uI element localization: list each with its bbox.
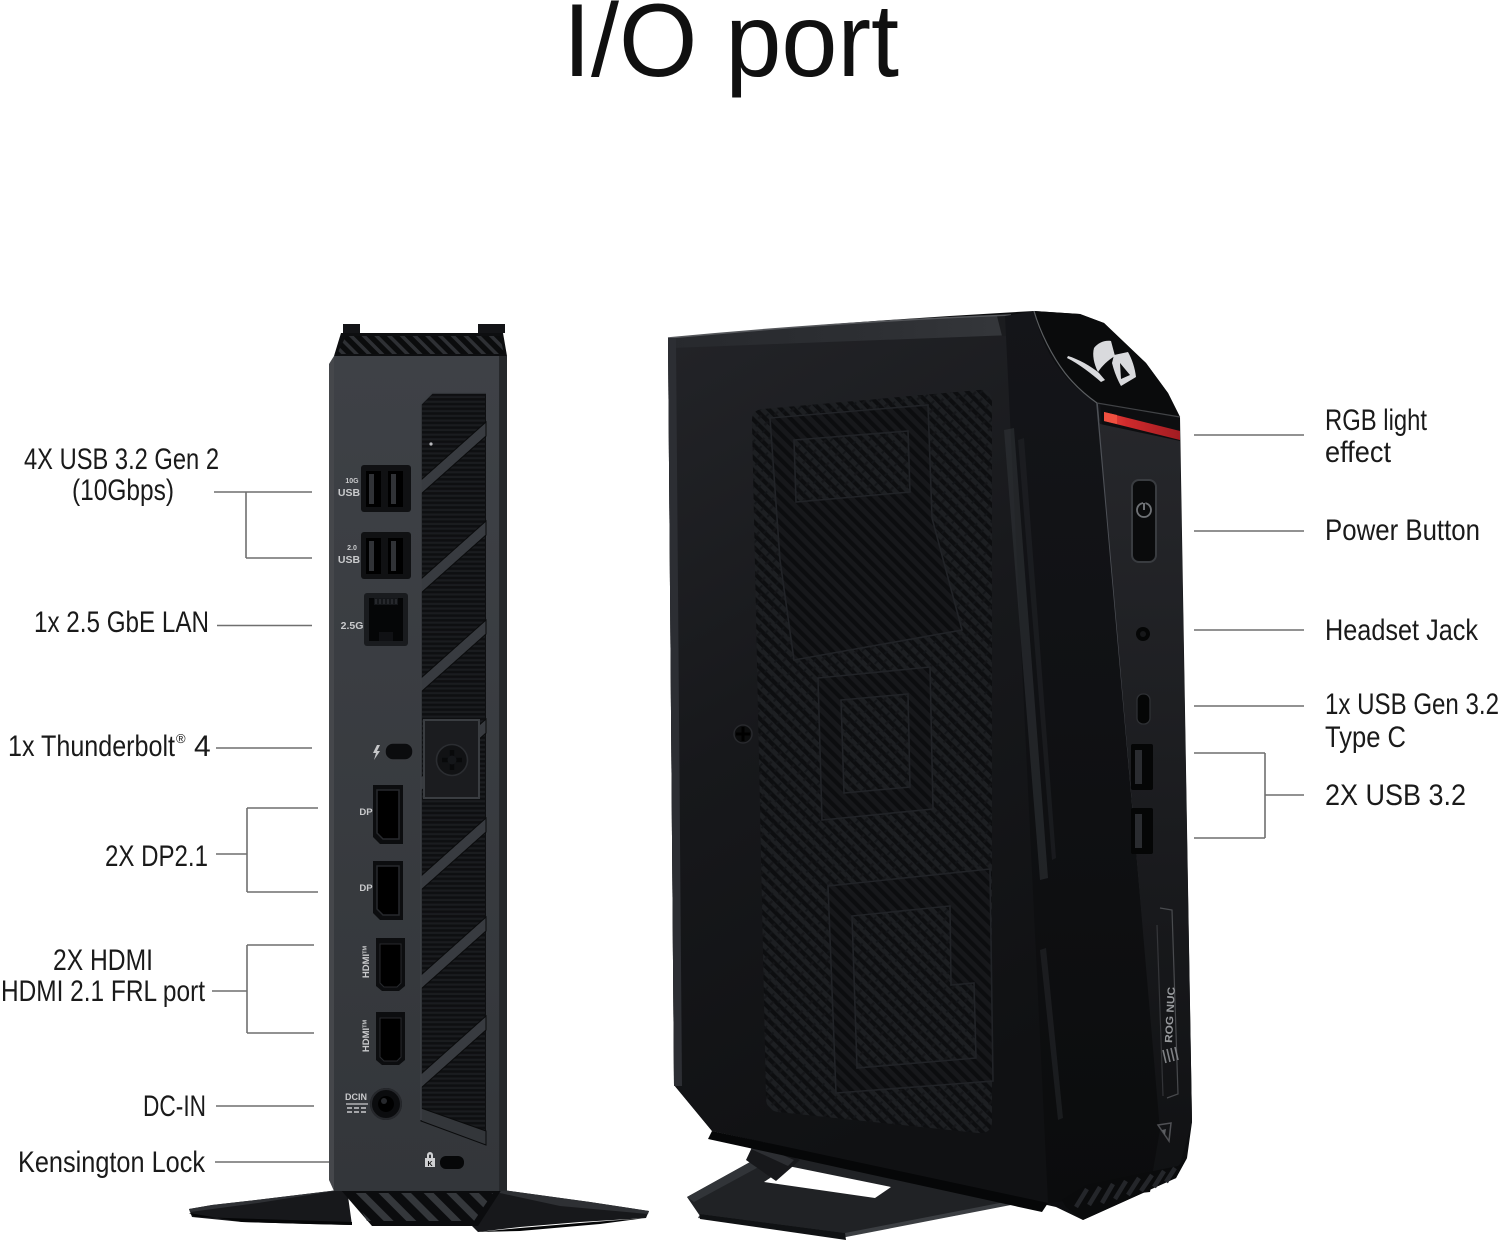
svg-text:USB: USB xyxy=(338,487,361,499)
svg-text:Headset Jack: Headset Jack xyxy=(1325,614,1479,647)
svg-text:Kensington Lock: Kensington Lock xyxy=(18,1146,206,1179)
svg-text:effect: effect xyxy=(1325,436,1392,469)
svg-text:I/O port: I/O port xyxy=(563,0,899,99)
svg-text:4X USB 3.2 Gen 2: 4X USB 3.2 Gen 2 xyxy=(24,443,219,476)
svg-text:DC-IN: DC-IN xyxy=(143,1090,206,1123)
svg-text:Type C: Type C xyxy=(1325,721,1406,754)
svg-text:2.5G: 2.5G xyxy=(341,620,364,632)
svg-text:2X USB 3.2: 2X USB 3.2 xyxy=(1325,779,1466,812)
svg-text:2X DP2.1: 2X DP2.1 xyxy=(105,840,208,873)
svg-text:4: 4 xyxy=(194,730,211,763)
svg-text:®: ® xyxy=(176,731,186,746)
svg-text:DP: DP xyxy=(359,883,373,894)
svg-text:10G: 10G xyxy=(345,478,359,485)
svg-text:1x Thunderbolt: 1x Thunderbolt xyxy=(8,730,176,763)
svg-text:DCIN: DCIN xyxy=(345,1092,367,1102)
svg-text:2.0: 2.0 xyxy=(347,545,357,552)
svg-text:USB: USB xyxy=(338,554,361,566)
svg-text:RGB light: RGB light xyxy=(1325,404,1428,437)
svg-text:HDMITM: HDMITM xyxy=(361,945,372,978)
svg-text:1x 2.5 GbE LAN: 1x 2.5 GbE LAN xyxy=(34,606,209,639)
svg-text:ROG NUC: ROG NUC xyxy=(1163,986,1178,1043)
svg-text:1x USB Gen 3.2: 1x USB Gen 3.2 xyxy=(1325,688,1499,721)
svg-text:HDMITM: HDMITM xyxy=(361,1019,372,1052)
svg-text:K: K xyxy=(427,1161,432,1168)
svg-text:DP: DP xyxy=(359,807,373,818)
svg-text:2X HDMI: 2X HDMI xyxy=(53,944,153,977)
svg-text:HDMI 2.1 FRL port: HDMI 2.1 FRL port xyxy=(1,975,206,1008)
svg-text:(10Gbps): (10Gbps) xyxy=(72,474,174,507)
svg-text:Power Button: Power Button xyxy=(1325,514,1480,547)
